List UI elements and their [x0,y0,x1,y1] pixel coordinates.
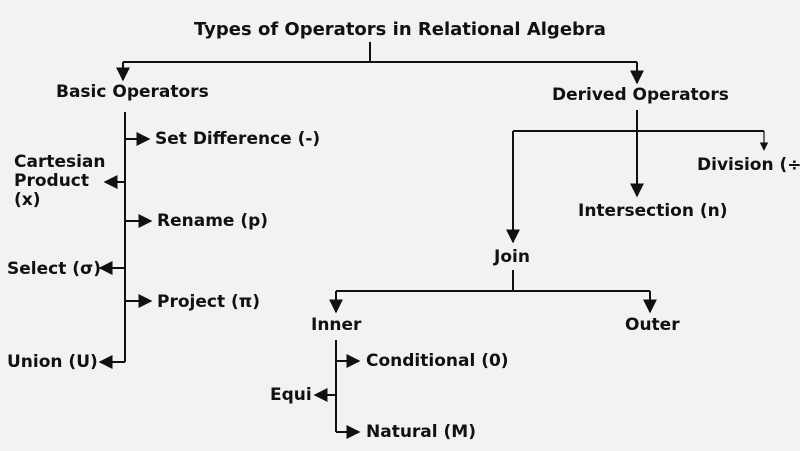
intersection-label: Intersection (n) [578,201,728,221]
equi-label: Equi [270,385,312,405]
conditional-label: Conditional (0) [366,351,509,371]
join-label: Join [494,247,530,267]
division-label: Division (÷) [697,155,800,175]
union-label: Union (U) [7,352,98,372]
basic-operators-heading: Basic Operators [56,82,209,102]
inner-label: Inner [311,315,362,335]
cartesian-product-label: Cartesian Product (x) [14,152,106,210]
diagram-title: Types of Operators in Relational Algebra [194,19,606,40]
outer-label: Outer [625,315,680,335]
rename-label: Rename (p) [157,211,269,231]
set-difference-label: Set Difference (-) [155,129,321,149]
project-label: Project (π) [157,292,260,312]
natural-label: Natural (M) [366,422,476,442]
select-label: Select (σ) [7,259,102,279]
derived-operators-heading: Derived Operators [552,85,729,105]
